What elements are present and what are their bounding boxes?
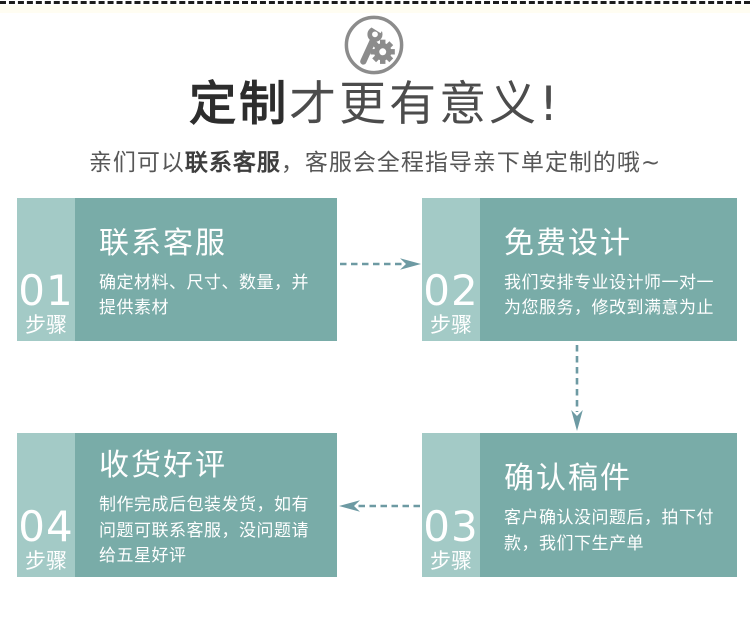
page-title: 定制才更有意义!	[0, 79, 750, 131]
subtitle-suffix: ，客服会全程指导亲下单定制的哦~	[280, 150, 662, 176]
page-title-bold: 定制	[189, 77, 290, 132]
step-2-title: 免费设计	[504, 225, 632, 261]
arrow-step2-to-step3-icon	[570, 345, 584, 435]
step-2-number-strip: 02 步骤	[422, 198, 480, 341]
step-3-description: 客户确认没问题后，拍下付款，我们下生产单	[504, 508, 714, 554]
step-card-3: 03 步骤 确认稿件 客户确认没问题后，拍下付款，我们下生产单	[422, 433, 737, 577]
step-1-number-label: 步骤	[25, 312, 67, 337]
step-4-content: 收货好评 制作完成后包装发货，如有问题可联系客服，没问题请给五星好评	[75, 433, 337, 577]
page-title-light: 才更有意义!	[289, 77, 561, 132]
step-1-content: 联系客服 确定材料、尺寸、数量，并提供素材	[75, 198, 337, 341]
step-1-title: 联系客服	[99, 225, 227, 261]
step-2-number-label: 步骤	[430, 312, 472, 337]
step-4-description: 制作完成后包装发货，如有问题可联系客服，没问题请给五星好评	[99, 495, 309, 567]
subtitle-contact-bold: 联系客服	[184, 150, 281, 176]
step-1-number: 01	[18, 265, 74, 315]
top-cream-band	[0, 5, 750, 13]
top-dashed-divider	[0, 1, 750, 4]
step-card-2: 02 步骤 免费设计 我们安排专业设计师一对一为您服务，修改到满意为止	[422, 198, 737, 341]
step-3-content: 确认稿件 客户确认没问题后，拍下付款，我们下生产单	[480, 433, 737, 577]
page-subtitle: 亲们可以联系客服，客服会全程指导亲下单定制的哦~	[0, 143, 750, 177]
step-card-1: 01 步骤 联系客服 确定材料、尺寸、数量，并提供素材	[17, 198, 337, 341]
step-4-number-strip: 04 步骤	[17, 433, 75, 577]
step-4-title: 收货好评	[99, 448, 227, 484]
arrow-step1-to-step2-icon	[339, 256, 421, 275]
step-3-number-strip: 03 步骤	[422, 433, 480, 577]
step-4-number: 04	[18, 501, 74, 551]
subtitle-prefix: 亲们可以	[88, 150, 185, 176]
step-3-title: 确认稿件	[504, 461, 632, 496]
step-card-4: 04 步骤 收货好评 制作完成后包装发货，如有问题可联系客服，没问题请给五星好评	[17, 433, 337, 577]
step-1-number-strip: 01 步骤	[17, 198, 75, 341]
step-2-description: 我们安排专业设计师一对一为您服务，修改到满意为止	[504, 272, 714, 319]
step-3-number-label: 步骤	[430, 548, 472, 573]
step-3-number: 03	[423, 501, 479, 551]
step-1-description: 确定材料、尺寸、数量，并提供素材	[99, 272, 309, 319]
arrow-step3-to-step4-icon	[339, 498, 421, 517]
step-2-content: 免费设计 我们安排专业设计师一对一为您服务，修改到满意为止	[480, 198, 737, 341]
step-2-number: 02	[423, 265, 479, 315]
wrench-gear-icon	[343, 14, 405, 76]
step-4-number-label: 步骤	[25, 548, 67, 573]
